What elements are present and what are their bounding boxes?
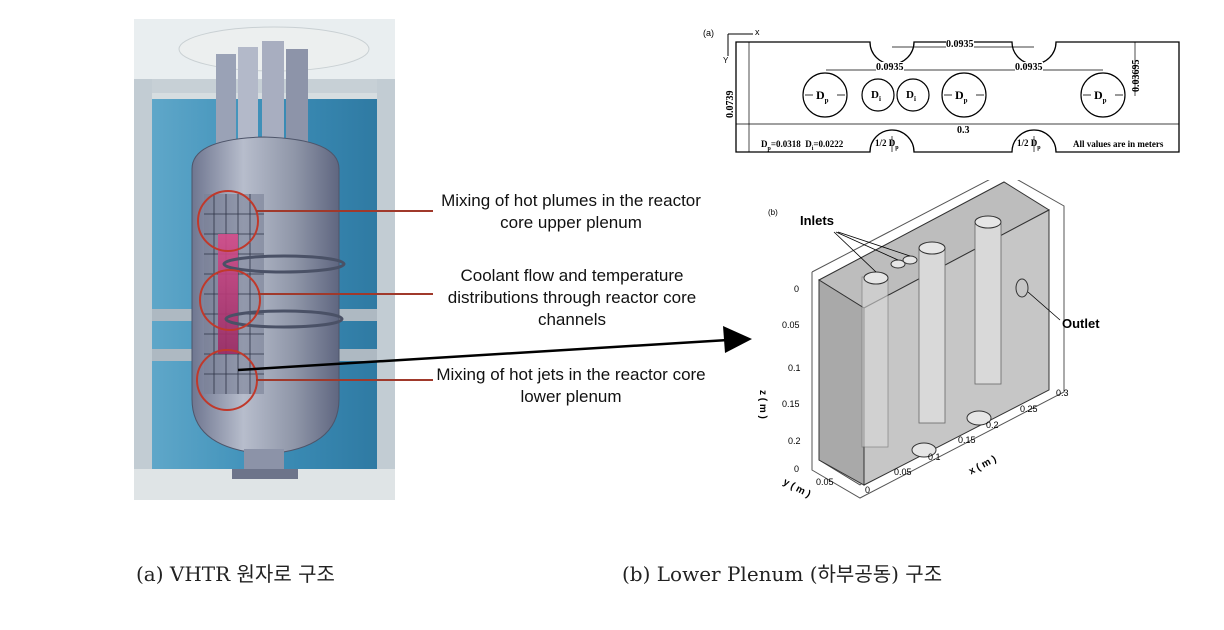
x-tick-5: 0.25 (1020, 404, 1038, 414)
z-tick-0: 0 (794, 284, 800, 294)
plenum-3d-model (811, 171, 1065, 499)
pointer-arrow-head (723, 326, 752, 353)
upper-plenum-highlight (197, 190, 259, 252)
z-tick-3: 0.15 (782, 399, 800, 409)
x-tick-1: 0.05 (894, 467, 912, 477)
y-tick-1: 0.05 (816, 477, 834, 487)
dim-offset: 0.03695 (1131, 59, 1142, 93)
x-tick-3: 0.15 (958, 435, 976, 445)
x-tick-2: 0.1 (928, 452, 941, 462)
caption-right: (b) Lower Plenum (하부공동) 구조 (622, 562, 943, 586)
plenum-cross-section (727, 33, 1180, 153)
reactor-illustration (134, 19, 395, 500)
x-tick-6: 0.3 (1056, 388, 1069, 398)
dim-top-spacing: 0.0935 (946, 39, 974, 50)
schematic-a: (a) x Y 0.0935 0.0935 0.0935 0.3 0.0739 … (703, 26, 1183, 158)
units-note: All values are in meters (1073, 139, 1164, 149)
callout-upper-plenum: Mixing of hot plumes in the reactor core… (441, 191, 701, 232)
dim-mid-spacing-right: 0.0935 (1015, 62, 1043, 73)
dim-height: 0.0739 (725, 90, 736, 119)
z-tick-4: 0.2 (788, 436, 801, 446)
circle-label-post-1: Dp (816, 88, 829, 105)
circle-label-inlet-1: Di (871, 89, 881, 104)
axis-y-label: Y (723, 56, 729, 65)
half-label-left: 1/2 Dp (875, 138, 899, 151)
callout-core-channels: Coolant flow and temperature distributio… (447, 266, 697, 329)
y-tick-0: 0 (794, 464, 800, 474)
z-axis-label: z ( m ) (757, 390, 768, 419)
axis-x-label: x (755, 27, 760, 37)
caption-left: (a) VHTR 원자로 구조 (136, 562, 335, 586)
pointer-arrow-shaft (237, 338, 729, 372)
dim-mid-spacing-left: 0.0935 (876, 62, 904, 73)
circle-label-inlet-2: Di (906, 89, 916, 104)
panel-label-a: (a) (703, 28, 714, 38)
panel-label-b: (b) (768, 208, 778, 217)
model-b: (b) Inlets Outlet 0 0.05 0.1 0.15 0.2 z … (757, 171, 1100, 510)
inlets-label: Inlets (800, 213, 834, 228)
circle-label-post-2: Dp (955, 88, 968, 105)
callout-lower-plenum: Mixing of hot jets in the reactor core l… (436, 365, 706, 406)
x-tick-4: 0.2 (986, 420, 999, 430)
diameter-values: Dp=0.0318 Di=0.0222 (761, 139, 844, 152)
z-tick-1: 0.05 (782, 320, 800, 330)
core-channels-highlight (199, 269, 261, 331)
half-label-right: 1/2 Dp (1017, 138, 1041, 151)
circle-label-post-3: Dp (1094, 88, 1107, 105)
x-tick-0: 0 (865, 485, 871, 495)
dim-width: 0.3 (957, 125, 970, 136)
z-tick-2: 0.1 (788, 363, 801, 373)
outlet-label: Outlet (1062, 316, 1100, 331)
